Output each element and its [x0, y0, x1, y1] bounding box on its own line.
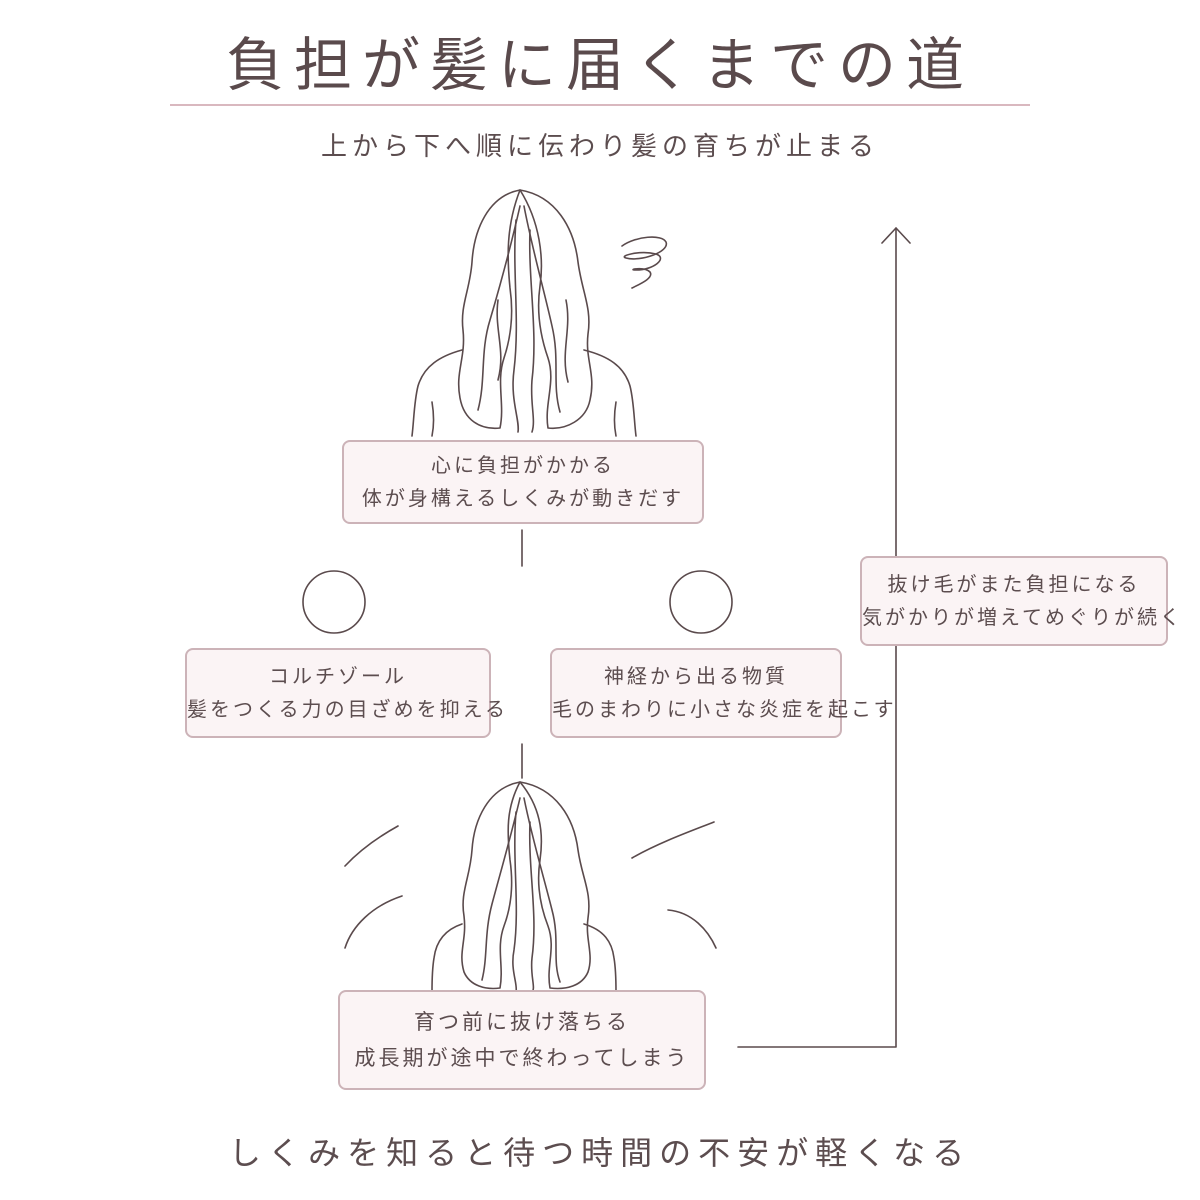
hair-strand — [477, 205, 521, 411]
diagram-subtitle: 上から下へ順に伝わり髪の育ちが止まる — [320, 132, 879, 162]
shoulder-left — [431, 923, 463, 993]
step-box-line: 育つ前に抜け落ちる — [414, 1010, 630, 1034]
falling-hair-strand — [344, 895, 403, 949]
woman-back-figure-top — [411, 189, 637, 437]
woman-back-figure-bottom — [431, 781, 617, 993]
hair-outline-top-right — [519, 189, 593, 429]
step-box-line: 神経から出る物質 — [604, 664, 788, 688]
step-box-neural-substance: 神経から出る物質 毛のまわりに小さな炎症を起こす — [550, 648, 897, 738]
step-box-line: 髪をつくる力の目ざめを抑える — [187, 697, 508, 721]
hair-strand — [512, 219, 520, 433]
feedback-loop-line — [737, 227, 897, 1048]
hair-strand — [481, 797, 521, 981]
hair-outline-bottom — [461, 781, 521, 990]
diagram-footer: しくみを知ると待つ時間の不安が軽くなる — [228, 1134, 972, 1172]
step-box-line: 毛のまわりに小さな炎症を起こす — [552, 697, 897, 721]
hair-strand — [523, 797, 561, 983]
hair-strand — [523, 205, 561, 413]
arm-line-right — [613, 401, 617, 437]
step-box-stress-response: 心に負担がかかる 体が身構えるしくみが動きだす — [342, 440, 704, 524]
step-box-line: 心に負担がかかる — [431, 453, 615, 477]
step-box-line: 抜け毛がまた負担になる — [887, 572, 1141, 596]
hair-strand — [528, 229, 535, 433]
step-box-hair-fall: 育つ前に抜け落ちる 成長期が途中で終わってしまう — [338, 990, 706, 1090]
hair-outline-top — [457, 189, 521, 429]
arm-line-left — [431, 401, 435, 437]
step-box-line: 気がかりが増えてめぐりが続く — [862, 605, 1183, 629]
hair-strand — [564, 299, 569, 383]
hair-outline-bottom-right — [519, 781, 591, 990]
hair-strand — [528, 821, 535, 993]
step-box-feedback-loop: 抜け毛がまた負担になる 気がかりが増えてめぐりが続く — [860, 556, 1183, 646]
circle-icon-right — [669, 570, 733, 634]
hair-strand — [496, 299, 502, 381]
circle-icon-left — [302, 570, 366, 634]
shoulder-left — [411, 349, 463, 437]
falling-hair-strand — [631, 821, 715, 859]
step-box-line: コルチゾール — [269, 664, 407, 688]
title-divider — [170, 104, 1030, 106]
hair-strand — [512, 811, 518, 993]
diagram-title: 負担が髪に届くまでの道 — [225, 31, 974, 99]
falling-hair-strand — [344, 825, 399, 867]
arrowhead-up-icon — [881, 227, 911, 244]
shoulder-right — [583, 349, 637, 437]
step-box-line: 体が身構えるしくみが動きだす — [361, 486, 685, 510]
step-box-line: 成長期が途中で終わってしまう — [354, 1046, 690, 1070]
falling-hair-strand — [667, 909, 717, 949]
shoulder-right — [583, 923, 617, 993]
step-box-cortisol: コルチゾール 髪をつくる力の目ざめを抑える — [185, 648, 508, 738]
worry-swirl-icon — [621, 236, 667, 289]
